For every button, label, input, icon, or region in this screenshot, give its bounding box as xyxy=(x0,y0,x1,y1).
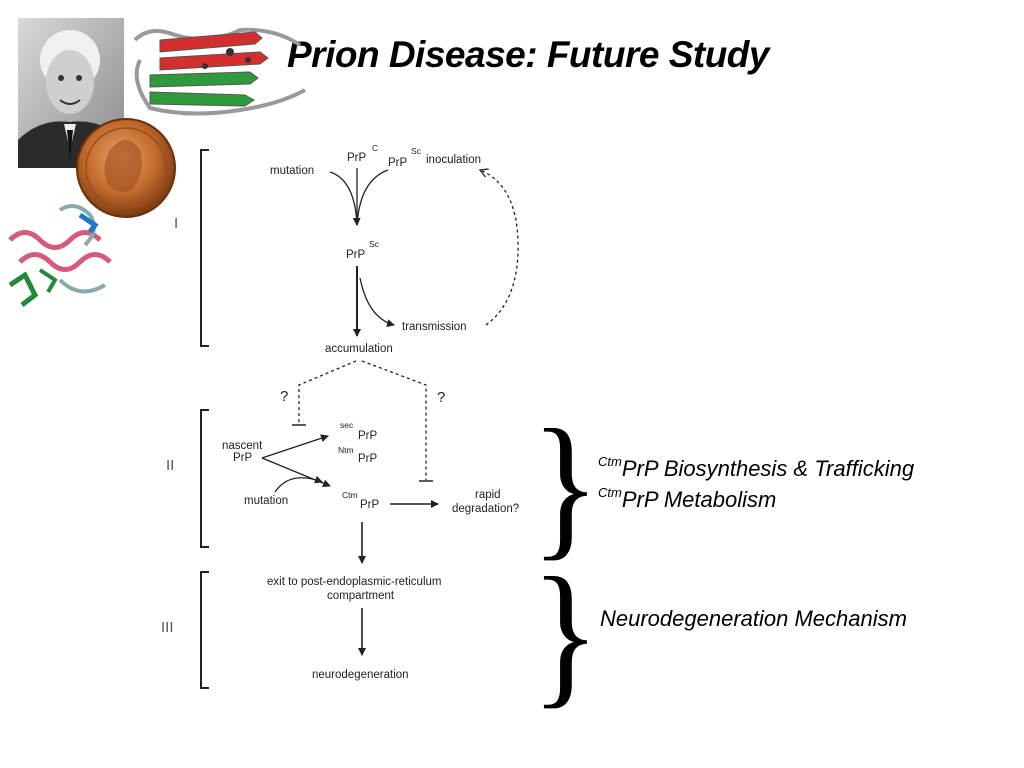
inoculation-curve-arrow xyxy=(356,169,389,226)
mutation-label-2: mutation xyxy=(244,495,288,507)
stage-2-label: II xyxy=(166,457,174,474)
accumulation-label: accumulation xyxy=(325,343,393,355)
brace-stage-2: } xyxy=(530,396,600,574)
note-biosynthesis-text: PrP Biosynthesis & Trafficking xyxy=(621,456,915,481)
brace-stage-3: } xyxy=(530,544,600,722)
prpsc-superscript: Sc xyxy=(369,239,380,249)
exit-label-line1: exit to post-endoplasmic-reticulum xyxy=(267,576,442,588)
sec-superscript: sec xyxy=(340,420,354,430)
reinfection-dashed-arrow xyxy=(480,170,519,326)
prpsc-source-label: PrP xyxy=(388,157,408,169)
sec-prp-label: PrP xyxy=(358,430,378,442)
transmission-curve-arrow xyxy=(359,277,395,328)
note-biosynthesis-superscript: Ctm xyxy=(598,454,622,469)
inoculation-label: inoculation xyxy=(426,154,481,166)
prpc-superscript: C xyxy=(372,143,378,153)
stage-3-label: III xyxy=(161,619,174,636)
prpsc-label: PrP xyxy=(346,249,366,261)
neurodegeneration-label: neurodegeneration xyxy=(312,669,409,681)
degradation-label: degradation? xyxy=(452,503,519,515)
note-metabolism: CtmPrP Metabolism xyxy=(598,485,777,513)
ntm-superscript: Ntm xyxy=(338,445,354,455)
slide-images xyxy=(8,18,306,307)
stage-3-bracket xyxy=(200,571,209,689)
stage-2-bracket xyxy=(200,409,209,548)
rapid-label: rapid xyxy=(475,489,501,501)
ctm-superscript: Ctm xyxy=(342,490,358,500)
protein-helix-structure xyxy=(8,204,112,307)
mutation-curve-arrow-2 xyxy=(274,475,323,493)
note-biosynthesis: CtmPrP Biosynthesis & Trafficking xyxy=(598,454,915,482)
nascent-prp-label: PrP xyxy=(233,452,253,464)
note-metabolism-superscript: Ctm xyxy=(598,485,622,500)
exit-label-line2: compartment xyxy=(327,590,395,602)
slide-title: Prion Disease: Future Study xyxy=(287,34,770,75)
inhibition-link-left xyxy=(298,360,357,424)
note-metabolism-text: PrP Metabolism xyxy=(621,487,777,512)
nascent-to-sec-arrow xyxy=(261,434,329,459)
stage-1-bracket xyxy=(200,149,209,347)
nobel-medal xyxy=(76,118,176,218)
ntm-prp-label: PrP xyxy=(358,453,378,465)
stage-1-label: I xyxy=(174,215,178,232)
prpc-label: PrP xyxy=(347,152,367,164)
question-mark-right: ? xyxy=(437,389,445,406)
question-mark-left: ? xyxy=(280,388,288,405)
inhibition-link-right xyxy=(361,360,427,480)
mutation-curve-arrow xyxy=(329,171,361,226)
transmission-label: transmission xyxy=(402,321,467,333)
nascent-label: nascent xyxy=(222,440,263,452)
ctm-prp-label: PrP xyxy=(360,499,380,511)
prpsc-source-superscript: Sc xyxy=(411,146,422,156)
protein-ribbon-structure xyxy=(133,27,306,116)
note-neurodegeneration: Neurodegeneration Mechanism xyxy=(600,606,907,631)
mutation-label-1: mutation xyxy=(270,165,314,177)
